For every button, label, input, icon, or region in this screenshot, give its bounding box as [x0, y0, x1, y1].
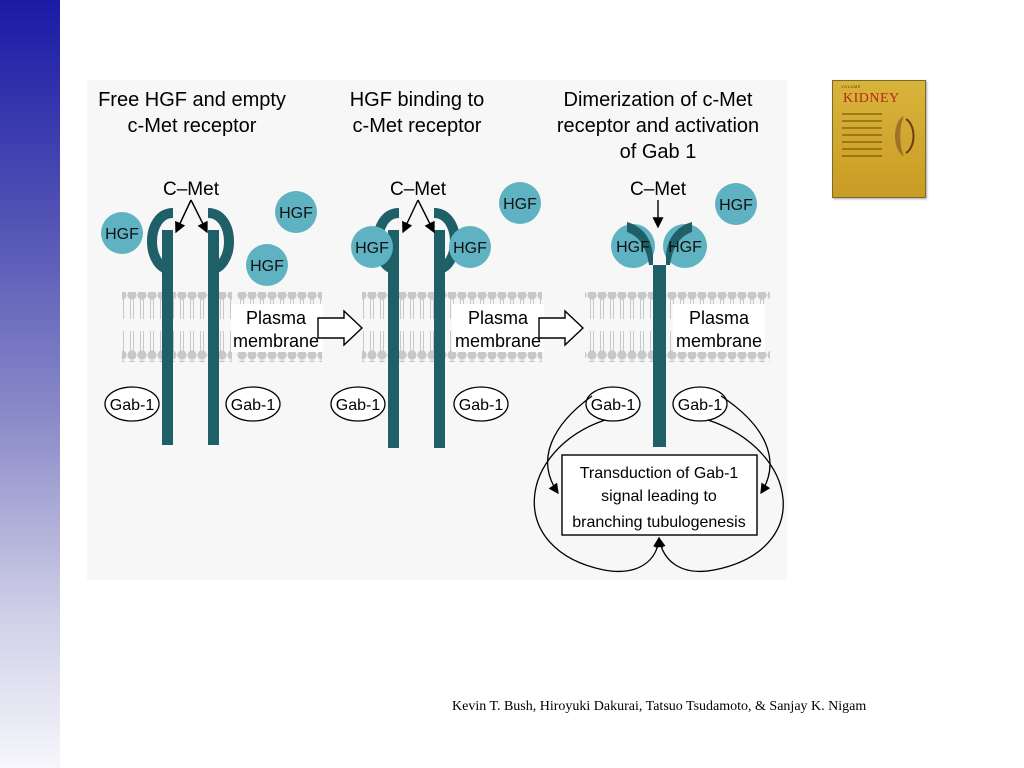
cmet-pointer-panel2-left: [402, 199, 419, 234]
svg-text:HGF: HGF: [250, 258, 284, 275]
cmet-dimer-receptor-panel3: HGF HGF: [611, 222, 707, 447]
citation-text: Kevin T. Bush, Hiroyuki Dakurai, Tatsuo …: [452, 699, 867, 714]
hgf-molecule-panel2-free: HGF: [499, 182, 541, 224]
panel1-title-line2: c-Met receptor: [128, 115, 257, 137]
hgf-molecule-panel2-bound-right: HGF: [449, 226, 491, 268]
svg-text:Plasma: Plasma: [689, 308, 750, 328]
svg-text:Gab-1: Gab-1: [336, 397, 381, 414]
slide-sidebar-gradient: [0, 0, 60, 768]
panel3-title-line3: of Gab 1: [620, 141, 697, 163]
svg-text:Plasma: Plasma: [246, 308, 307, 328]
gab1-oval-panel2-left: Gab-1: [330, 386, 386, 422]
svg-text:HGF: HGF: [503, 196, 537, 213]
cmet-receptor-panel1: [147, 208, 234, 445]
svg-text:Gab-1: Gab-1: [591, 397, 636, 414]
outcome-line1: Transduction of Gab-1: [580, 465, 739, 482]
gab1-oval-panel1-left: Gab-1: [104, 386, 160, 422]
svg-text:membrane: membrane: [455, 331, 541, 351]
panel1-title-line1: Free HGF and empty: [98, 89, 286, 111]
panel2-title-line1: HGF binding to: [350, 89, 485, 111]
cmet-pointer-panel1-left: [175, 199, 192, 234]
gab1-oval-panel3-right: Gab-1: [672, 386, 728, 422]
panel2-title-line2: c-Met receptor: [353, 115, 482, 137]
cmet-label-panel1: C–Met: [163, 179, 220, 200]
hgf-cmet-diagram: Free HGF and empty c-Met receptor HGF bi…: [87, 80, 787, 580]
svg-text:HGF: HGF: [453, 240, 487, 257]
outcome-line3: branching tubulogenesis: [572, 514, 745, 531]
cmet-label-panel3: C–Met: [630, 179, 687, 200]
svg-text:Gab-1: Gab-1: [110, 397, 155, 414]
svg-text:membrane: membrane: [676, 331, 762, 351]
hgf-molecule-panel1-b: HGF: [275, 191, 317, 233]
svg-text:HGF: HGF: [668, 239, 702, 256]
panel3-title-line2: receptor and activation: [557, 115, 759, 137]
hollow-arrow-1-to-2: [317, 309, 364, 347]
svg-text:HGF: HGF: [616, 239, 650, 256]
hgf-molecule-panel1-c: HGF: [246, 244, 288, 286]
kidney-book-cover: VOLUME KIDNEY: [832, 80, 926, 198]
svg-text:membrane: membrane: [233, 331, 319, 351]
svg-text:Gab-1: Gab-1: [459, 397, 504, 414]
outcome-line2: signal leading to: [601, 488, 717, 505]
gab1-oval-panel1-right: Gab-1: [225, 386, 281, 422]
svg-text:HGF: HGF: [105, 226, 139, 243]
plasma-membrane-label-panel1: Plasma membrane: [231, 304, 323, 352]
svg-text:HGF: HGF: [279, 205, 313, 222]
plasma-membrane-label-panel2: Plasma membrane: [452, 304, 544, 352]
book-cover-title: KIDNEY: [843, 91, 900, 106]
plasma-membrane-label-panel3: Plasma membrane: [673, 304, 765, 352]
hollow-arrow-2-to-3: [538, 309, 585, 347]
cmet-label-panel2: C–Met: [390, 179, 447, 200]
gab1-signal-loop-arrows: [533, 395, 784, 572]
signal-transduction-box: Transduction of Gab-1 signal leading to …: [561, 454, 758, 536]
svg-text:Gab-1: Gab-1: [231, 397, 276, 414]
svg-text:HGF: HGF: [719, 197, 753, 214]
panel3-title-line1: Dimerization of c-Met: [564, 89, 753, 111]
svg-text:HGF: HGF: [355, 240, 389, 257]
book-cover-kidney-icon: [895, 116, 915, 156]
hgf-molecule-panel1-a: HGF: [101, 212, 143, 254]
gab1-oval-panel3-left: Gab-1: [585, 386, 641, 422]
hgf-molecule-panel2-bound-left: HGF: [351, 226, 393, 268]
svg-text:Gab-1: Gab-1: [678, 397, 723, 414]
gab1-oval-panel2-right: Gab-1: [453, 386, 509, 422]
svg-text:Plasma: Plasma: [468, 308, 529, 328]
cmet-pointer-panel2-right: [417, 199, 435, 234]
hgf-molecule-panel3-free: HGF: [715, 183, 757, 225]
